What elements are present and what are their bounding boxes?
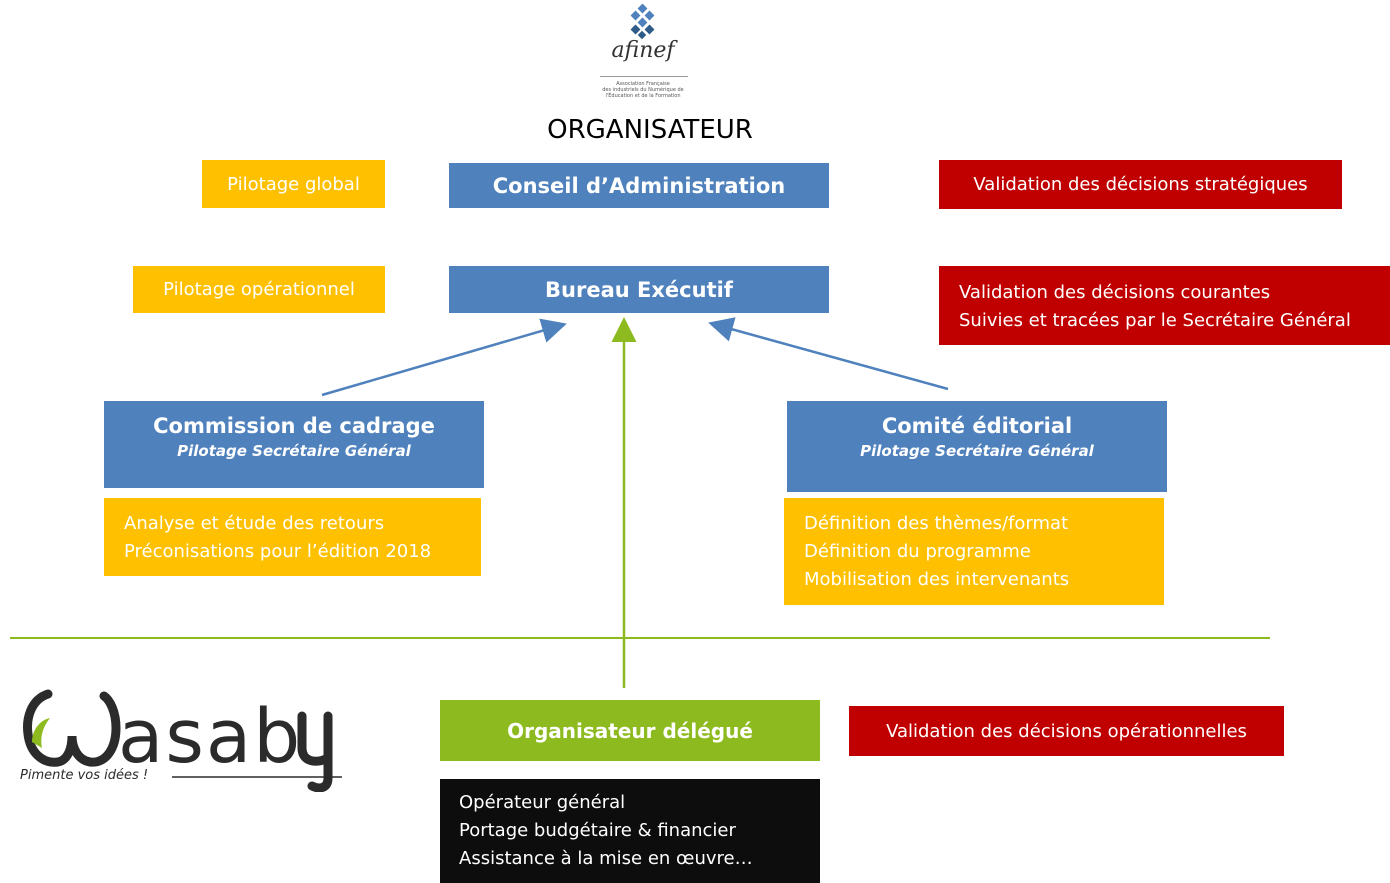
bureau-executif-box: Bureau Exécutif <box>449 266 829 313</box>
diamond-logo-icon <box>630 4 655 40</box>
organisateur-delegue-box: Organisateur délégué <box>440 700 820 761</box>
svg-text:asab: asab <box>118 694 302 780</box>
pilotage-operationnel-note: Pilotage opérationnel <box>133 266 385 313</box>
comite-task-item: Mobilisation des intervenants <box>804 569 1070 590</box>
delegate-tasks-box: Opérateur général Portage budgétaire & f… <box>440 779 820 883</box>
commission-subtitle: Pilotage Secrétaire Général <box>177 442 411 460</box>
validation-current-line: Validation des décisions courantes <box>959 282 1271 303</box>
afinef-logo-text: afinef <box>611 38 675 63</box>
comite-editorial-box: Comité éditorial Pilotage Secrétaire Gén… <box>787 401 1167 492</box>
conseil-administration-box: Conseil d’Administration <box>449 163 829 208</box>
commission-title: Commission de cadrage <box>153 414 435 438</box>
arrow-comite-to-bureau <box>708 317 949 391</box>
comite-subtitle: Pilotage Secrétaire Général <box>860 442 1094 460</box>
commission-task-item: Préconisations pour l’édition 2018 <box>124 541 432 562</box>
validation-strategic-box: Validation des décisions stratégiques <box>939 160 1342 209</box>
logo-divider <box>600 76 688 77</box>
comite-task-item: Définition du programme <box>804 541 1031 562</box>
comite-title: Comité éditorial <box>881 414 1073 438</box>
validation-current-box: Validation des décisions courantes Suivi… <box>939 266 1390 345</box>
delegate-task-item: Portage budgétaire & financier <box>459 820 736 841</box>
commission-tasks-box: Analyse et étude des retours Préconisati… <box>104 498 481 576</box>
afinef-logo-caption: Association Française des industriels du… <box>602 81 684 99</box>
commission-task-item: Analyse et étude des retours <box>124 513 385 534</box>
wasaby-tagline: Pimente vos idées ! <box>20 768 149 783</box>
delegate-task-item: Assistance à la mise en œuvre… <box>459 848 753 869</box>
comite-task-item: Définition des thèmes/format <box>804 513 1069 534</box>
afinef-logo: afinef Association Française des industr… <box>578 4 708 112</box>
validation-operational-box: Validation des décisions opérationnelles <box>849 706 1284 756</box>
pilotage-global-note: Pilotage global <box>202 160 385 208</box>
commission-cadrage-box: Commission de cadrage Pilotage Secrétair… <box>104 401 484 488</box>
arrow-commission-to-bureau <box>321 318 567 397</box>
delegate-task-item: Opérateur général <box>459 792 626 813</box>
validation-current-line: Suivies et tracées par le Secrétaire Gén… <box>959 310 1351 331</box>
wasaby-logo: asab Pimente vos idées ! <box>20 682 360 792</box>
organizer-label: ORGANISATEUR <box>547 115 753 145</box>
comite-tasks-box: Définition des thèmes/format Définition … <box>784 498 1164 605</box>
wasaby-wordmark-icon: asab <box>23 689 342 792</box>
